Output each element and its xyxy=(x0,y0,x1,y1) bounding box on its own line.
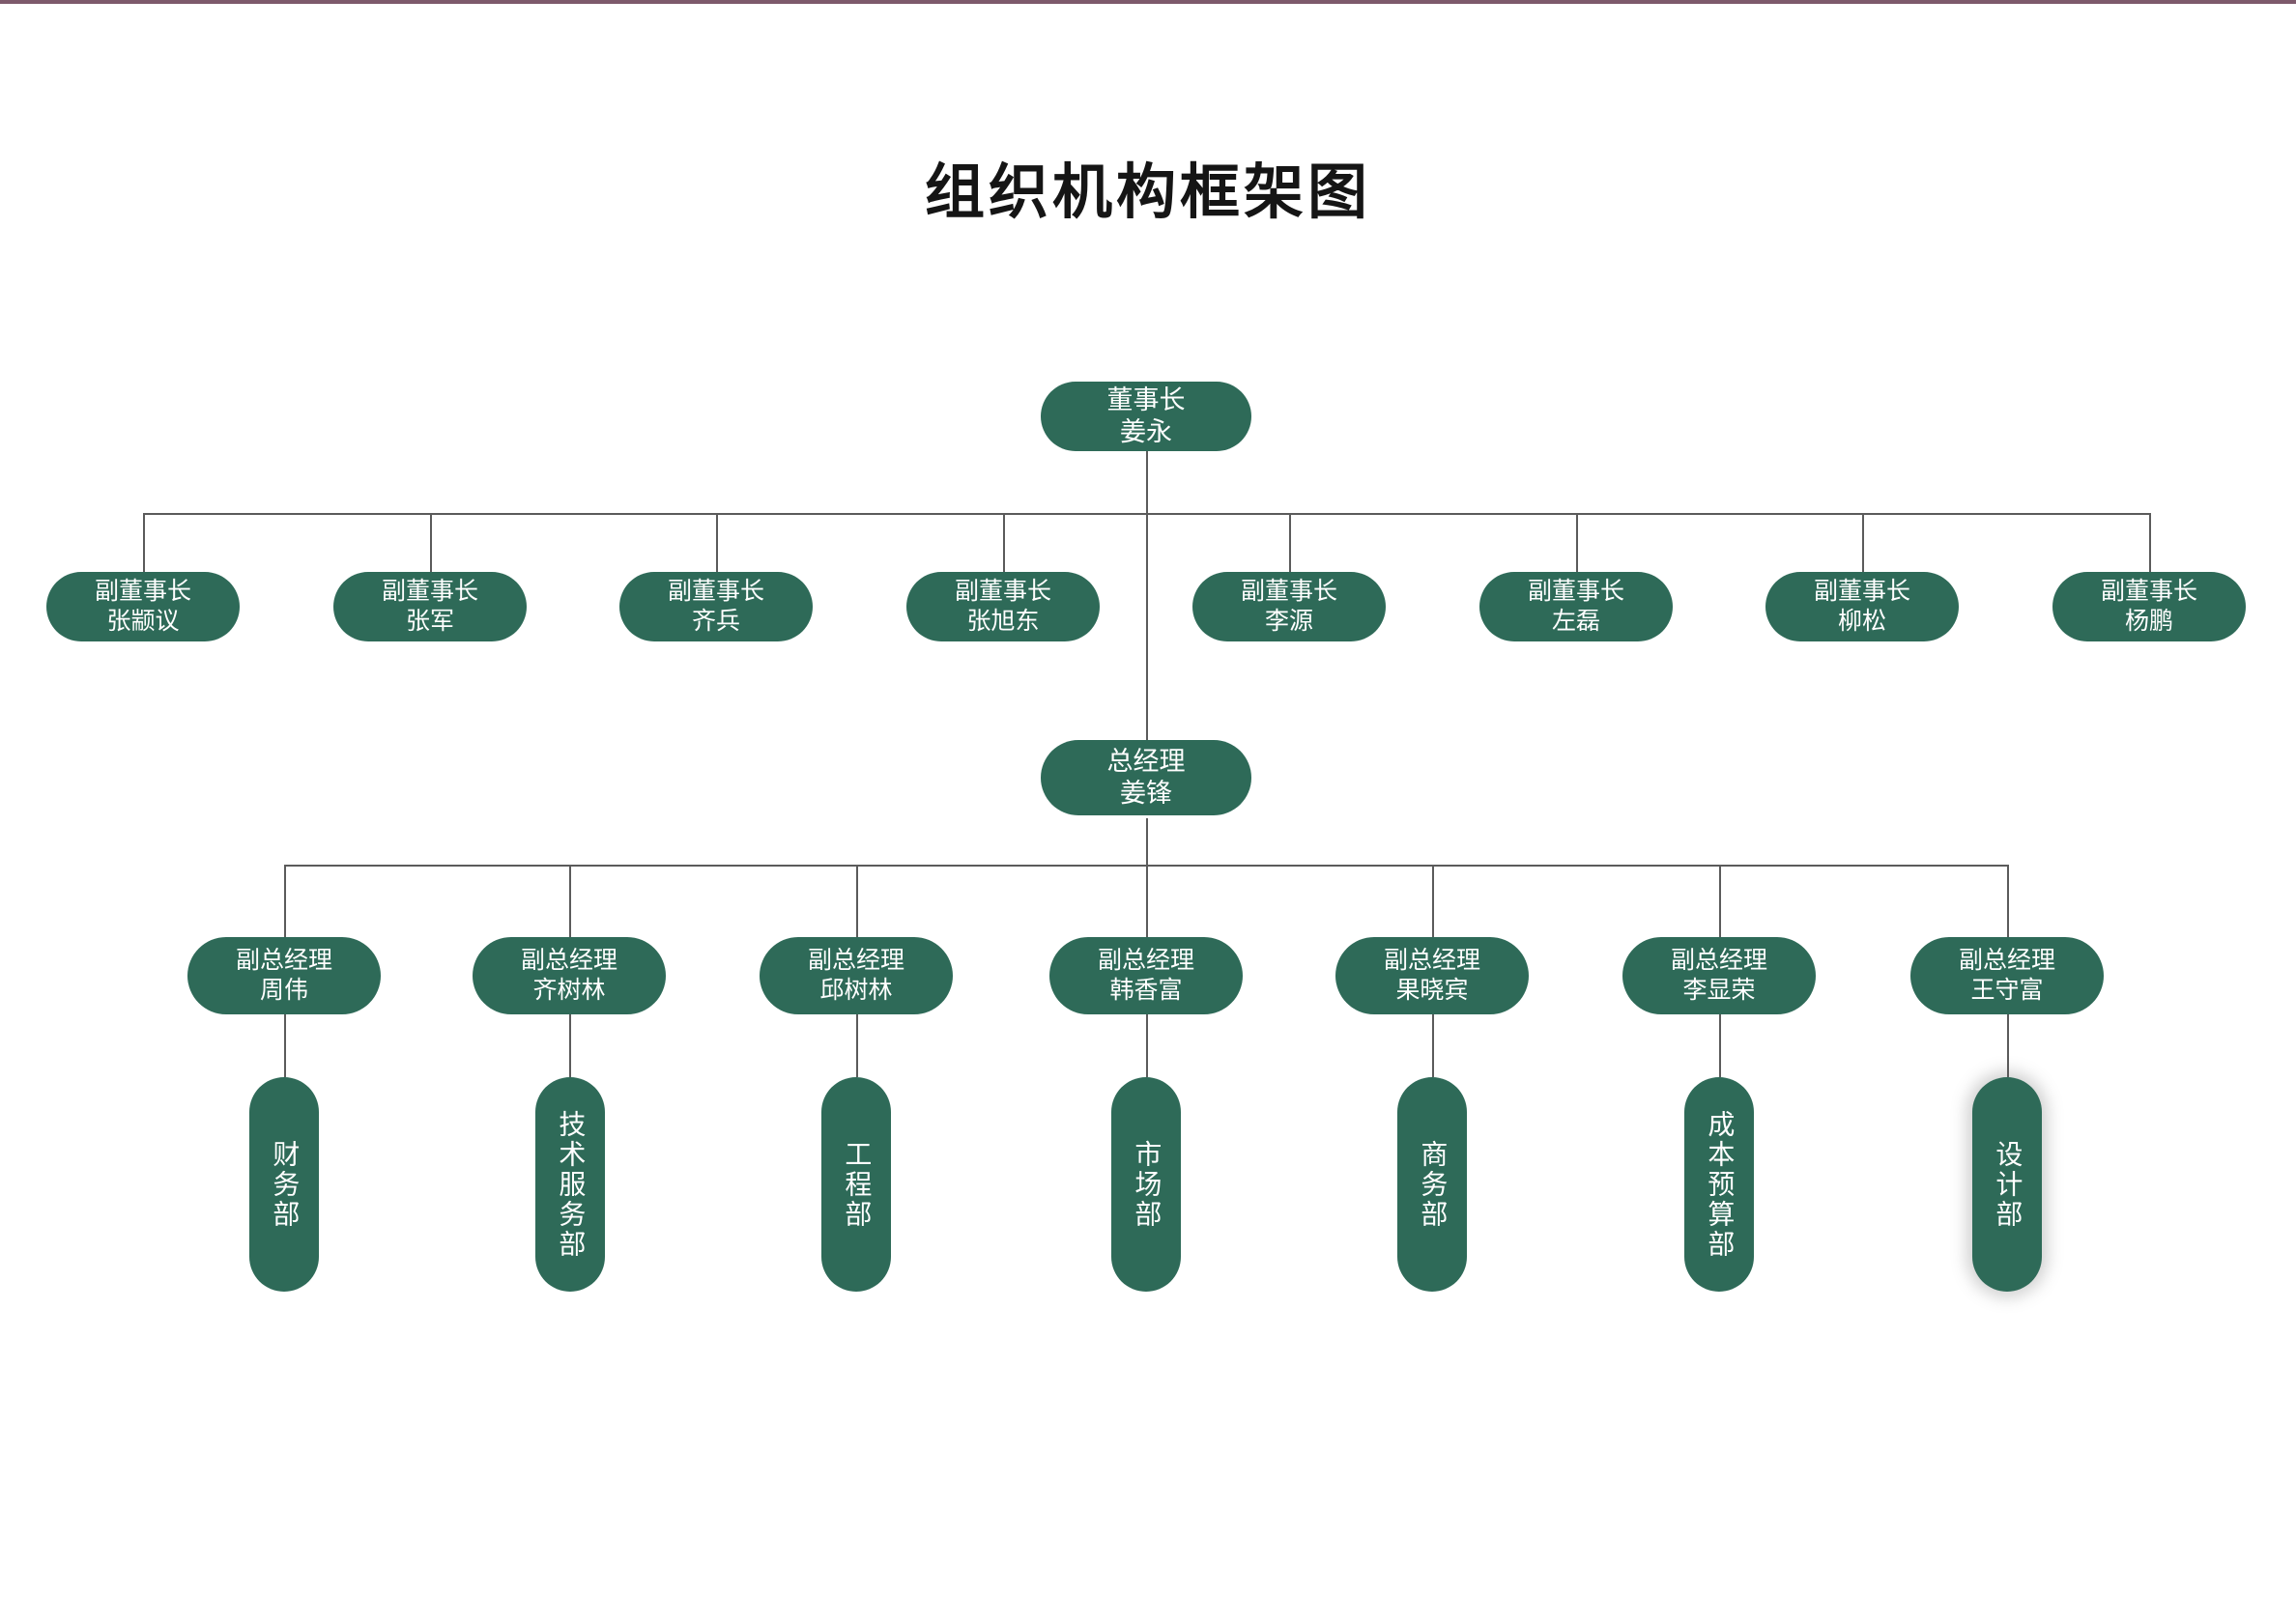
node-vice-chairman-4-name: 张旭东 xyxy=(966,608,1040,635)
node-deputy-gm-4[interactable]: 副总经理 韩香富 xyxy=(1049,937,1243,1014)
wire-drop-vc-1 xyxy=(143,513,145,574)
wire-gm-down xyxy=(1146,818,1148,865)
node-general-manager[interactable]: 总经理 姜锋 xyxy=(1041,740,1251,815)
node-vice-chairman-7-role: 副董事长 xyxy=(1813,578,1910,605)
node-department-cost-budget[interactable]: 成本预算部 xyxy=(1684,1077,1754,1292)
node-general-manager-role: 总经理 xyxy=(1106,746,1186,776)
node-deputy-gm-3[interactable]: 副总经理 邱树林 xyxy=(760,937,953,1014)
node-deputy-gm-1[interactable]: 副总经理 周伟 xyxy=(187,937,381,1014)
wire-deputy-gm-bus xyxy=(284,865,2009,867)
node-vice-chairman-4[interactable]: 副董事长 张旭东 xyxy=(906,572,1100,641)
node-deputy-gm-5-role: 副总经理 xyxy=(1383,947,1480,974)
node-vice-chairman-2-role: 副董事长 xyxy=(381,578,478,605)
node-vice-chairman-8-name: 杨鹏 xyxy=(2124,608,2173,635)
node-department-engineering-label: 工程部 xyxy=(842,1139,873,1230)
node-vice-chairman-3-name: 齐兵 xyxy=(691,608,740,635)
wire-drop-vc-6 xyxy=(1576,513,1578,574)
wire-dgm-to-dept-2 xyxy=(569,1013,571,1077)
node-vice-chairman-8-role: 副董事长 xyxy=(2100,578,2197,605)
wire-dgm-to-dept-7 xyxy=(2007,1013,2009,1077)
node-vice-chairman-7[interactable]: 副董事长 柳松 xyxy=(1765,572,1959,641)
node-deputy-gm-5[interactable]: 副总经理 果晓宾 xyxy=(1335,937,1529,1014)
node-vice-chairman-6-role: 副董事长 xyxy=(1527,578,1624,605)
node-chairman-role: 董事长 xyxy=(1106,384,1186,414)
node-department-marketing-label: 市场部 xyxy=(1132,1139,1162,1230)
node-vice-chairman-4-role: 副董事长 xyxy=(954,578,1051,605)
wire-dgm-to-dept-6 xyxy=(1719,1013,1721,1077)
node-department-business[interactable]: 商务部 xyxy=(1397,1077,1467,1292)
wire-drop-vc-3 xyxy=(716,513,718,574)
node-vice-chairman-5[interactable]: 副董事长 李源 xyxy=(1192,572,1386,641)
node-vice-chairman-6-name: 左磊 xyxy=(1551,608,1600,635)
wire-drop-dgm-2 xyxy=(569,865,571,946)
wire-dgm-to-dept-4 xyxy=(1146,1013,1148,1077)
wire-dgm-to-dept-5 xyxy=(1432,1013,1434,1077)
node-department-finance[interactable]: 财务部 xyxy=(249,1077,319,1292)
node-deputy-gm-1-name: 周伟 xyxy=(259,977,308,1004)
node-deputy-gm-1-role: 副总经理 xyxy=(235,947,332,974)
node-deputy-gm-2[interactable]: 副总经理 齐树林 xyxy=(473,937,666,1014)
node-vice-chairman-1[interactable]: 副董事长 张颛议 xyxy=(46,572,240,641)
wire-dgm-to-dept-3 xyxy=(856,1013,858,1077)
wire-drop-vc-7 xyxy=(1862,513,1864,574)
wire-drop-dgm-3 xyxy=(856,865,858,946)
node-deputy-gm-7-name: 王守富 xyxy=(1970,977,2044,1004)
wire-chairman-to-gm xyxy=(1146,445,1148,745)
node-deputy-gm-2-name: 齐树林 xyxy=(532,977,606,1004)
node-chairman-name: 姜永 xyxy=(1120,417,1172,446)
node-vice-chairman-5-role: 副董事长 xyxy=(1240,578,1337,605)
node-vice-chairman-2[interactable]: 副董事长 张军 xyxy=(333,572,527,641)
node-department-marketing[interactable]: 市场部 xyxy=(1111,1077,1181,1292)
node-vice-chairman-6[interactable]: 副董事长 左磊 xyxy=(1479,572,1673,641)
wire-drop-dgm-7 xyxy=(2007,865,2009,946)
wire-drop-dgm-6 xyxy=(1719,865,1721,946)
node-deputy-gm-7[interactable]: 副总经理 王守富 xyxy=(1910,937,2104,1014)
node-department-design[interactable]: 设计部 xyxy=(1972,1077,2042,1292)
node-deputy-gm-6[interactable]: 副总经理 李显荣 xyxy=(1622,937,1816,1014)
node-department-technical-service-label: 技术服务部 xyxy=(556,1109,587,1260)
node-deputy-gm-4-name: 韩香富 xyxy=(1109,977,1183,1004)
wire-drop-vc-5 xyxy=(1289,513,1291,574)
node-vice-chairman-3[interactable]: 副董事长 齐兵 xyxy=(619,572,813,641)
node-department-cost-budget-label: 成本预算部 xyxy=(1705,1109,1736,1260)
node-department-design-label: 设计部 xyxy=(1993,1139,2023,1230)
node-department-business-label: 商务部 xyxy=(1418,1139,1449,1230)
page-title: 组织机构框架图 xyxy=(924,159,1371,226)
node-department-engineering[interactable]: 工程部 xyxy=(821,1077,891,1292)
node-vice-chairman-1-role: 副董事长 xyxy=(94,578,191,605)
node-chairman[interactable]: 董事长 姜永 xyxy=(1041,382,1251,451)
node-deputy-gm-3-name: 邱树林 xyxy=(819,977,893,1004)
node-deputy-gm-4-role: 副总经理 xyxy=(1097,947,1194,974)
wire-vice-chairman-bus xyxy=(143,513,2151,515)
wire-drop-vc-2 xyxy=(430,513,432,574)
node-deputy-gm-3-role: 副总经理 xyxy=(807,947,904,974)
node-deputy-gm-6-name: 李显荣 xyxy=(1682,977,1756,1004)
wire-drop-vc-8 xyxy=(2149,513,2151,574)
node-vice-chairman-8[interactable]: 副董事长 杨鹏 xyxy=(2052,572,2246,641)
node-general-manager-name: 姜锋 xyxy=(1120,779,1172,808)
wire-drop-vc-4 xyxy=(1003,513,1005,574)
wire-drop-dgm-5 xyxy=(1432,865,1434,946)
page-top-rule xyxy=(0,0,2296,4)
node-deputy-gm-5-name: 果晓宾 xyxy=(1395,977,1469,1004)
node-department-technical-service[interactable]: 技术服务部 xyxy=(535,1077,605,1292)
node-vice-chairman-3-role: 副董事长 xyxy=(667,578,764,605)
node-vice-chairman-1-name: 张颛议 xyxy=(106,608,180,635)
node-vice-chairman-5-name: 李源 xyxy=(1264,608,1313,635)
node-vice-chairman-7-name: 柳松 xyxy=(1837,608,1886,635)
wire-drop-dgm-4 xyxy=(1146,865,1148,946)
wire-dgm-to-dept-1 xyxy=(284,1013,286,1077)
node-department-finance-label: 财务部 xyxy=(270,1139,301,1230)
node-vice-chairman-2-name: 张军 xyxy=(405,608,454,635)
wire-chairman-down xyxy=(1146,445,1148,515)
node-deputy-gm-6-role: 副总经理 xyxy=(1670,947,1767,974)
wire-drop-dgm-1 xyxy=(284,865,286,946)
node-deputy-gm-2-role: 副总经理 xyxy=(520,947,617,974)
node-deputy-gm-7-role: 副总经理 xyxy=(1958,947,2055,974)
